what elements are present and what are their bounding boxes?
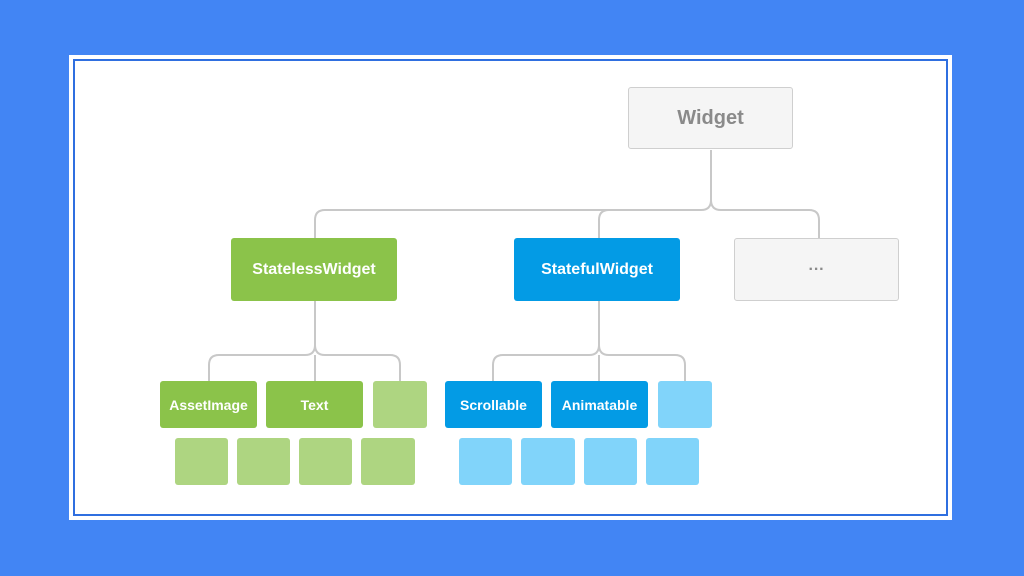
node-stateful-descendant (584, 438, 637, 485)
node-other-widgets: ··· (734, 238, 899, 301)
node-asset-image: AssetImage (160, 381, 257, 428)
node-stateful-descendant (459, 438, 512, 485)
node-stateful-widget: StatefulWidget (514, 238, 680, 301)
node-stateless-descendant (237, 438, 290, 485)
connector-root-trunk (314, 150, 712, 238)
node-stateless-widget: StatelessWidget (231, 238, 397, 301)
node-stateless-descendant (361, 438, 415, 485)
node-scrollable: Scrollable (445, 381, 542, 428)
node-animatable: Animatable (551, 381, 648, 428)
node-stateless-more (373, 381, 427, 428)
node-text: Text (266, 381, 363, 428)
connector-stateless-right (314, 344, 401, 381)
node-stateless-descendant (299, 438, 352, 485)
node-widget: Widget (628, 87, 793, 149)
connector-stateful-right (598, 344, 686, 381)
connector-stateful-trunk (492, 301, 600, 381)
connector-root-stateful (598, 209, 610, 238)
connector-stateless-trunk (208, 301, 316, 381)
connector-root-right (710, 199, 820, 238)
node-stateful-descendant (646, 438, 699, 485)
node-stateful-more (658, 381, 712, 428)
node-stateful-descendant (521, 438, 575, 485)
node-stateless-descendant (175, 438, 228, 485)
